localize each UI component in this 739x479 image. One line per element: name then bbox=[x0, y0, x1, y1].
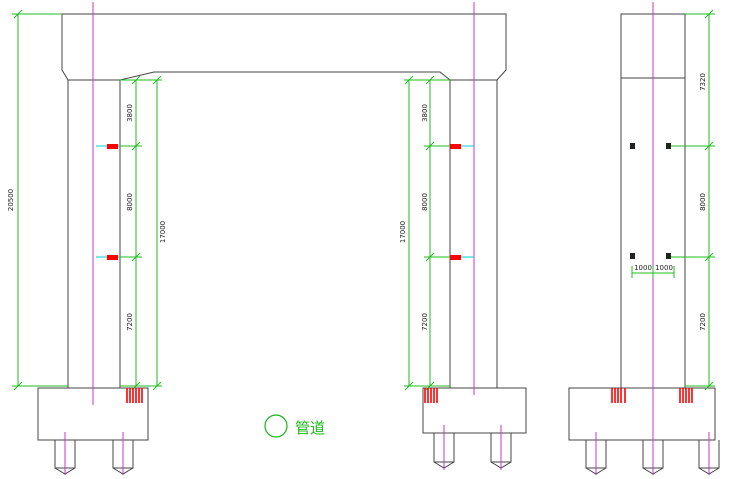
left-seg-2-label: 8000 bbox=[126, 193, 134, 211]
left-column-outline bbox=[67, 80, 121, 388]
legend-label: 管道 bbox=[295, 419, 325, 437]
side-width-label-left: 1000 bbox=[634, 264, 652, 272]
left-column-dimensions bbox=[120, 75, 162, 391]
side-dimensions bbox=[631, 9, 715, 391]
right-column-outline bbox=[449, 80, 498, 388]
front-bottom-hatches bbox=[126, 388, 438, 403]
left-total-label: 17000 bbox=[159, 221, 167, 243]
overall-height-label: 20500 bbox=[7, 189, 15, 211]
side-seg-2-label: 8000 bbox=[699, 193, 707, 211]
side-anchor-marks bbox=[630, 143, 671, 259]
left-seg-1-label: 3800 bbox=[126, 104, 134, 122]
tendon-mark bbox=[450, 144, 461, 149]
front-centerlines bbox=[64, 2, 502, 475]
duct-circle-icon bbox=[264, 414, 288, 438]
right-total-label: 17000 bbox=[399, 221, 407, 243]
side-seg-3-label: 7200 bbox=[699, 313, 707, 331]
side-footing bbox=[568, 387, 716, 441]
tendon-mark bbox=[107, 144, 118, 149]
side-column-outline bbox=[620, 78, 686, 388]
side-centerlines bbox=[595, 2, 710, 475]
front-elevation bbox=[37, 13, 527, 441]
front-tendon-anchors bbox=[96, 144, 474, 260]
side-width-label-right: 1000 bbox=[655, 264, 673, 272]
side-elevation bbox=[568, 13, 720, 475]
overall-height-dimension bbox=[12, 9, 68, 391]
right-column-dimensions bbox=[404, 75, 450, 391]
side-bottom-hatches bbox=[611, 388, 693, 403]
tendon-mark bbox=[107, 255, 118, 260]
legend: 管道 bbox=[264, 414, 325, 438]
tendon-mark bbox=[450, 255, 461, 260]
right-seg-3-label: 7200 bbox=[421, 313, 429, 331]
right-seg-2-label: 8000 bbox=[421, 193, 429, 211]
left-seg-3-label: 7200 bbox=[126, 313, 134, 331]
cap-beam-outline bbox=[61, 13, 507, 81]
side-seg-1-label: 7320 bbox=[699, 73, 707, 91]
right-seg-1-label: 3800 bbox=[421, 104, 429, 122]
